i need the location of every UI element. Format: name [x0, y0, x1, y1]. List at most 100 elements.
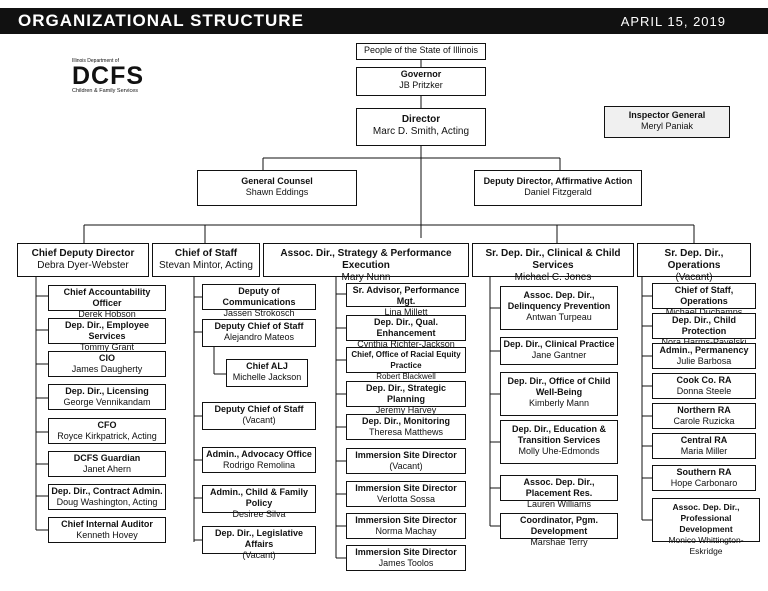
item-name: Janet Ahern [82, 464, 132, 474]
item-name: Verlotta Sossa [376, 494, 436, 504]
item-name: (Vacant) [389, 461, 423, 471]
item-title: Immersion Site Director [355, 450, 457, 460]
item-title: Deputy Chief of Staff [214, 321, 304, 331]
item-name: Cynthia Richter-Jackson [357, 339, 455, 349]
governor-box: Governor JB Pritzker [356, 67, 486, 96]
head-name: Debra Dyer-Webster [37, 260, 129, 271]
head-title: Chief Deputy Director [31, 248, 135, 259]
item-name: Robert Blackwell [376, 372, 436, 381]
header-banner: ORGANIZATIONAL STRUCTURE APRIL 15, 2019 [0, 8, 768, 34]
item-name: Jeremy Harvey [375, 405, 437, 415]
item-name: Tommy Grant [79, 342, 134, 352]
head-name: Michael C. Jones [514, 272, 592, 283]
item-name: Kimberly Mann [528, 398, 590, 408]
item-name: Derek Hobson [78, 309, 136, 319]
item-name: Nora Harms-Pavelski [661, 337, 747, 347]
item-title: Dep. Dir., Qual. Enhancement [373, 317, 438, 338]
governor-title: Governor [400, 69, 442, 79]
item-title: Dep. Dir., Clinical Practice [503, 339, 615, 349]
item-name: James Toolos [378, 558, 434, 568]
item-title: Immersion Site Director [355, 483, 457, 493]
item-title: Dep. Dir., Child Protection [671, 315, 736, 336]
inspector-title: Inspector General [628, 110, 706, 120]
item-name: Lina Millett [384, 307, 428, 317]
people-of-illinois-box: People of the State of Illinois [356, 43, 486, 60]
page-title: ORGANIZATIONAL STRUCTURE [18, 11, 304, 30]
item-name: Michael Duchamps [665, 307, 743, 317]
item-name: Lauren Williams [526, 499, 592, 509]
item-title: DCFS Guardian [73, 453, 141, 463]
head-name: Mary Nunn [341, 272, 391, 283]
general-counsel-box: General Counsel Shawn Eddings [197, 170, 357, 206]
logo-wordmark: DCFS [72, 62, 145, 90]
item-title: Sr. Advisor, Performance Mgt. [352, 285, 460, 306]
item-title: Admin., Child & Family Policy [209, 487, 308, 508]
item-name: Maria Miller [680, 446, 728, 456]
item-name: Rodrigo Remolina [222, 460, 296, 470]
item-title: Northern RA [677, 405, 731, 415]
head-chief-deputy-director: Chief Deputy Director Debra Dyer-Webster [17, 243, 149, 277]
item-title: CIO [98, 353, 115, 363]
head-title: Chief of Staff [174, 248, 238, 259]
head-strategy-performance: Assoc. Dir., Strategy & Performance Exec… [263, 243, 469, 283]
item-title: Deputy Chief of Staff [214, 404, 304, 414]
item-title: Southern RA [676, 467, 732, 477]
item-name: Jane Gantner [531, 350, 587, 360]
col5-item: Assoc. Dep. Dir., Professional Developme… [652, 498, 760, 556]
item-name: Molly Uhe-Edmonds [518, 446, 600, 456]
item-title: Cook Co. RA [676, 375, 732, 385]
item-title: CFO [97, 420, 117, 430]
item-name: James Daugherty [71, 364, 143, 374]
head-name: Stevan Mintor, Acting [159, 260, 253, 271]
item-title: Dep. Dir., Strategic Planning [365, 383, 447, 404]
item-title: Deputy of Communications [222, 286, 296, 307]
logo-small-text: Illinois Department of [72, 58, 119, 64]
item-name: Theresa Matthews [368, 427, 444, 437]
item-title: Dep. Dir., Legislative Affairs [214, 528, 304, 549]
item-title: Chief of Staff, Operations [674, 285, 734, 306]
col4-item: Dep. Dir., Education & Transition Servic… [500, 420, 618, 464]
item-name: Marshae Terry [530, 537, 588, 547]
item-title: Chief Accountability Officer [63, 287, 151, 308]
counsel-title: General Counsel [241, 176, 313, 186]
logo-subtitle: Children & Family Services [72, 88, 139, 94]
item-name: Kenneth Hovey [76, 530, 138, 540]
item-name: Doug Washington, Acting [56, 497, 158, 507]
item-title: Chief ALJ [246, 361, 288, 371]
item-title: Assoc. Dep. Dir., Delinquency Prevention [507, 290, 611, 311]
head-title: Sr. Dep. Dir., Clinical & Child Services [485, 248, 621, 271]
col3-item: Sr. Advisor, Performance Mgt.Lina Millet… [346, 283, 466, 317]
item-title: Dep. Dir., Contract Admin. [51, 486, 163, 496]
people-label: People of the State of Illinois [363, 45, 479, 55]
item-title: Assoc. Dep. Dir., Placement Res. [523, 477, 595, 498]
head-title: Sr. Dep. Dir., Operations [664, 248, 724, 271]
inspector-general-box: Inspector General Meryl Paniak [604, 106, 730, 138]
affirm-title: Deputy Director, Affirmative Action [483, 176, 633, 186]
item-title: Admin., Permanency [659, 345, 749, 355]
head-name: (Vacant) [675, 272, 713, 283]
inspector-name: Meryl Paniak [640, 121, 694, 131]
director-name: Marc D. Smith, Acting [372, 126, 470, 137]
col4-item: Assoc. Dep. Dir., Delinquency Prevention… [500, 286, 618, 330]
item-title: Admin., Advocacy Office [206, 449, 312, 459]
